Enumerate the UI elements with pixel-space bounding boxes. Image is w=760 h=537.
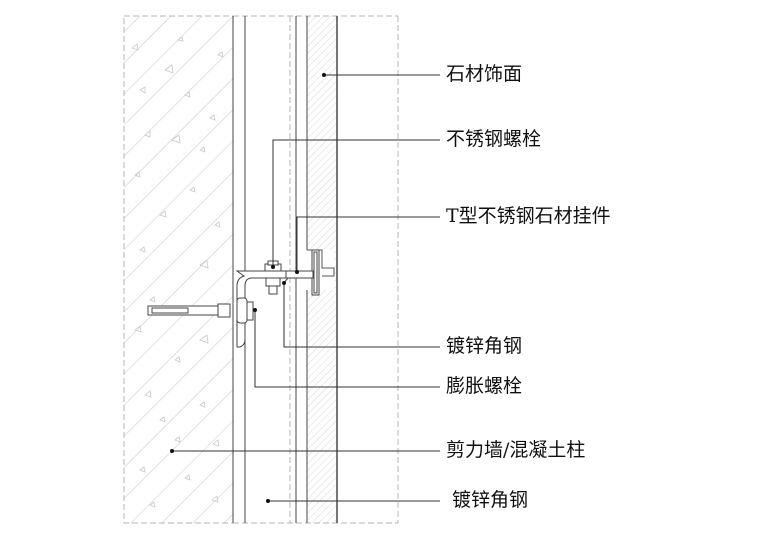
- leader-galv-angle-1: [283, 283, 440, 348]
- leader-dots: [170, 73, 326, 503]
- leader-stainless-bolt: [272, 139, 440, 268]
- galvanized-angle-steel: [235, 270, 301, 348]
- expansion-bolt: [147, 297, 254, 324]
- label-galv-angle-2: 镀锌角钢: [452, 489, 529, 511]
- t-clip: [282, 249, 320, 296]
- label-expansion-bolt: 膨胀螺栓: [446, 375, 523, 397]
- label-galv-angle-1: 镀锌角钢: [446, 335, 523, 357]
- leader-lines: [172, 74, 440, 502]
- concrete-wall: [123, 15, 234, 524]
- label-t-clip: T型不锈钢石材挂件: [446, 205, 611, 227]
- leader-expansion-bolt: [254, 310, 440, 388]
- label-stone-facing: 石材饰面: [446, 63, 523, 85]
- stone-groove: [306, 249, 335, 290]
- label-shear-wall: 剪力墙/混凝土柱: [446, 439, 586, 461]
- leader-t-clip: [296, 216, 440, 272]
- aggregate-marks: [131, 36, 224, 508]
- label-stainless-bolt: 不锈钢螺栓: [446, 128, 542, 150]
- vertical-lines: [232, 16, 297, 523]
